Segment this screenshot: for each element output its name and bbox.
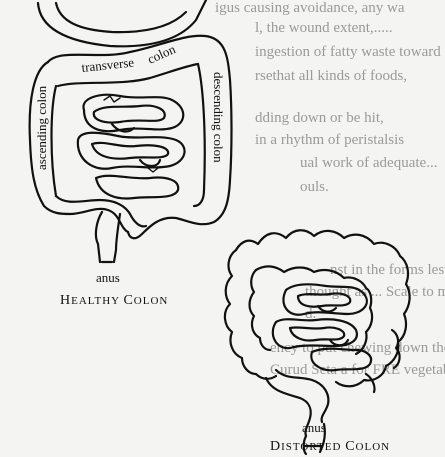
caption-distorted-colon: DISTORTED COLON xyxy=(270,438,390,455)
caption-healthy-text: HEALTHY COLON xyxy=(60,295,168,307)
label-anus-healthy: anus xyxy=(96,270,120,285)
caption-distorted-text: DISTORTED COLON xyxy=(270,441,390,453)
label-anus-distorted: anus xyxy=(302,420,326,435)
label-ascending-colon: ascending colon xyxy=(34,85,49,170)
healthy-colon-drawing xyxy=(30,0,232,262)
label-transverse: transverse xyxy=(81,55,135,75)
label-descending-colon: descending colon xyxy=(211,72,226,163)
healthy-labels: transverse colon ascending colon descend… xyxy=(34,41,226,285)
caption-healthy-colon: HEALTHY COLON xyxy=(60,292,168,309)
